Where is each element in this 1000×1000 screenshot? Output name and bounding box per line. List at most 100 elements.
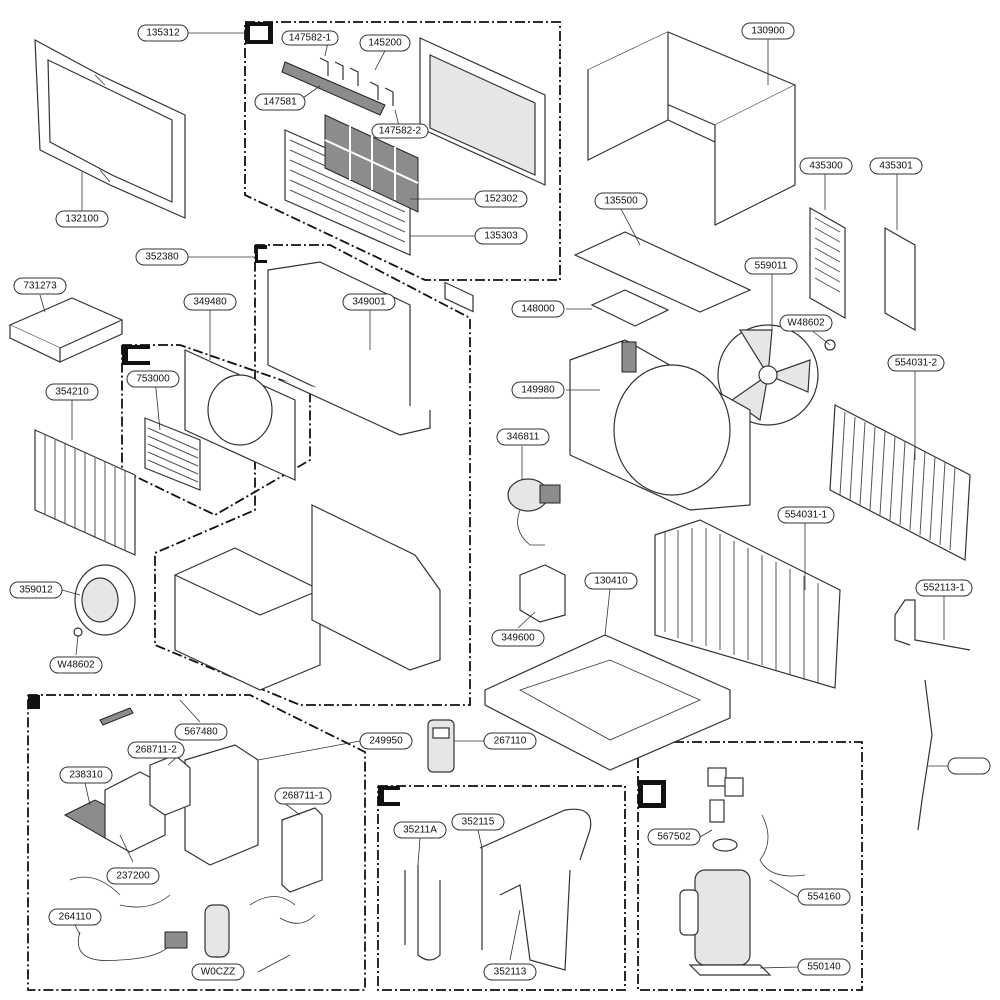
label-W0CZZ[interactable]: W0CZZ (191, 963, 245, 981)
label-147581[interactable]: 147581 (254, 93, 306, 111)
label-352113[interactable]: 352113 (483, 963, 537, 981)
svg-text:552113-1: 552113-1 (923, 583, 965, 594)
label-753000[interactable]: 753000 (126, 370, 180, 388)
label-554031-2[interactable]: 554031-2 (887, 354, 945, 372)
svg-text:147582-2: 147582-2 (379, 126, 422, 137)
label-W48602-bottom[interactable]: W48602 (49, 656, 103, 674)
orifice-plate (184, 349, 296, 481)
svg-text:249950: 249950 (369, 736, 403, 747)
svg-text:554031-2: 554031-2 (895, 358, 938, 369)
side-louver-left (809, 206, 846, 320)
label-349001[interactable]: 349001 (342, 293, 396, 311)
cabinet (586, 31, 797, 226)
label-359012[interactable]: 359012 (9, 581, 63, 599)
svg-text:435300: 435300 (809, 161, 843, 172)
svg-text:147582-1: 147582-1 (289, 33, 332, 44)
svg-text:135312: 135312 (146, 28, 180, 39)
label-135303[interactable]: 135303 (474, 227, 528, 245)
group-electrical (27, 694, 366, 991)
compressor (679, 869, 772, 976)
label-354210[interactable]: 354210 (45, 383, 99, 401)
small-bracket (590, 289, 670, 327)
condenser-fan (717, 324, 836, 426)
label-135500[interactable]: 135500 (594, 192, 648, 210)
condenser-coil-rear (829, 404, 971, 561)
label-145200[interactable]: 145200 (359, 34, 411, 52)
base-pan (484, 634, 731, 771)
control-box (184, 744, 259, 866)
svg-text:145200: 145200 (368, 38, 402, 49)
label-346811[interactable]: 346811 (496, 428, 550, 446)
label-268711-1[interactable]: 268711-1 (274, 787, 332, 805)
remote-control (427, 719, 455, 773)
motor-mount (519, 564, 566, 623)
svg-text:731273: 731273 (23, 281, 57, 292)
label-352380[interactable]: 352380 (135, 248, 189, 266)
label-135312[interactable]: 135312 (137, 24, 189, 42)
power-cord (78, 931, 188, 962)
louver-strip (281, 61, 386, 116)
label-264110[interactable]: 264110 (48, 908, 102, 926)
side-louver-right (884, 226, 916, 332)
overload-protector (707, 767, 744, 852)
label-149980[interactable]: 149980 (511, 381, 565, 399)
label-268711-2[interactable]: 268711-2 (127, 741, 185, 759)
tray-cover (573, 231, 752, 313)
label-435300[interactable]: 435300 (799, 157, 853, 175)
group-air-guide (121, 344, 311, 517)
svg-text:W0CZZ: W0CZZ (201, 967, 235, 978)
long-tube (917, 679, 933, 831)
label-130900[interactable]: 130900 (741, 22, 795, 40)
svg-text:550140: 550140 (807, 962, 841, 973)
label-550140[interactable]: 550140 (797, 958, 851, 976)
main-pcb (281, 807, 323, 893)
svg-text:147581: 147581 (263, 97, 297, 108)
svg-text:148000: 148000 (521, 304, 555, 315)
label-147582-1[interactable]: 147582-1 (281, 30, 339, 46)
label-349480[interactable]: 349480 (183, 293, 237, 311)
label-554031-1[interactable]: 554031-1 (777, 506, 835, 524)
label-132100[interactable]: 132100 (55, 210, 109, 228)
label-237200[interactable]: 237200 (106, 867, 160, 885)
svg-text:149980: 149980 (521, 385, 555, 396)
label-blank[interactable] (947, 757, 991, 775)
label-35211A[interactable]: 35211A (393, 821, 447, 839)
svg-text:554031-1: 554031-1 (785, 510, 828, 521)
svg-text:130410: 130410 (594, 576, 628, 587)
label-352115[interactable]: 352115 (451, 813, 505, 831)
label-130410[interactable]: 130410 (584, 572, 638, 590)
condenser-coil-front (654, 519, 841, 689)
svg-text:352380: 352380 (145, 252, 179, 263)
svg-text:559011: 559011 (755, 261, 788, 272)
svg-text:238310: 238310 (69, 770, 103, 781)
label-238310[interactable]: 238310 (59, 766, 113, 784)
svg-text:435301: 435301 (879, 161, 913, 172)
label-267110[interactable]: 267110 (483, 732, 537, 750)
compressor-harness (759, 814, 806, 877)
svg-text:35211A: 35211A (403, 825, 437, 836)
label-349600[interactable]: 349600 (491, 629, 545, 647)
display-pcb (149, 754, 191, 816)
label-249950[interactable]: 249950 (359, 732, 413, 750)
label-152302[interactable]: 152302 (474, 190, 528, 208)
label-559011[interactable]: 559011 (744, 257, 798, 275)
label-731273[interactable]: 731273 (13, 277, 67, 295)
svg-text:753000: 753000 (136, 374, 170, 385)
label-567480[interactable]: 567480 (174, 723, 228, 741)
label-567502[interactable]: 567502 (647, 828, 701, 846)
svg-text:268711-1: 268711-1 (282, 791, 324, 802)
group-front-grille (244, 21, 561, 281)
front-panel (419, 37, 546, 313)
label-554160[interactable]: 554160 (797, 888, 851, 906)
label-435301[interactable]: 435301 (869, 157, 923, 175)
control-box-cover (174, 547, 321, 691)
label-W48602-top[interactable]: W48602 (779, 314, 833, 332)
label-147582-2[interactable]: 147582-2 (371, 123, 429, 139)
label-148000[interactable]: 148000 (511, 300, 565, 318)
capillary-tube (894, 599, 971, 651)
svg-text:354210: 354210 (55, 387, 89, 398)
svg-text:349600: 349600 (501, 633, 535, 644)
fan-motor (507, 478, 561, 546)
label-552113-1[interactable]: 552113-1 (915, 579, 973, 597)
